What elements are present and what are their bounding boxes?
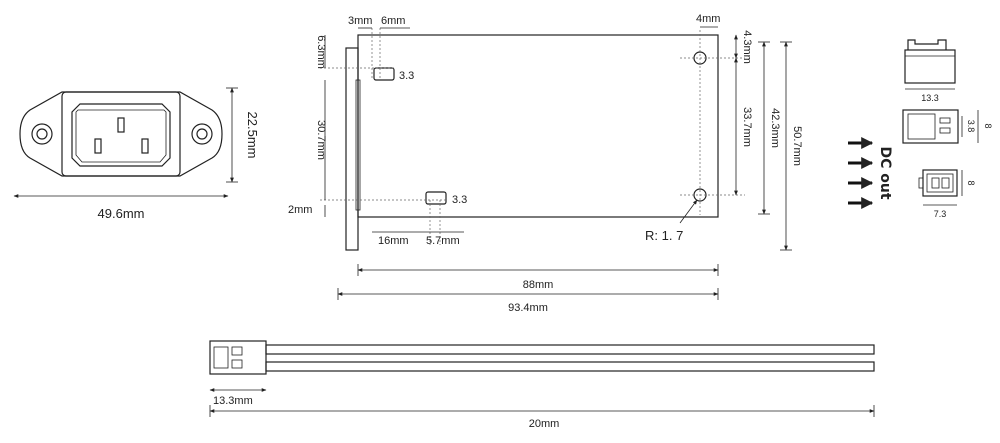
socket-cavity-inner — [75, 109, 167, 163]
slot-top — [373, 67, 395, 81]
connector-bottom-tab — [918, 177, 924, 189]
cable-wire-2 — [265, 361, 875, 372]
socket-pin-right — [141, 138, 149, 154]
mount-hole-right — [191, 123, 213, 145]
cable-plug-pin-1 — [231, 346, 243, 356]
mount-hole-right-inner — [196, 128, 208, 140]
connector-drawing: 13.3 3.8 8 8 7.3 DC out — [848, 39, 993, 219]
dim-33-7mm-label: 33.7mm — [741, 107, 753, 147]
mount-hole-left-inner — [36, 128, 48, 140]
dim-4mm-label: 4mm — [696, 13, 720, 25]
cable-plug-body — [209, 340, 267, 375]
radius-label: R: 1. 7 — [645, 228, 683, 243]
dim-3mm-label: 3mm — [348, 15, 372, 27]
dim-16mm-label: 16mm — [378, 235, 409, 247]
cable-plug-pin-2 — [231, 359, 243, 369]
connector-bottom-pin-2 — [941, 177, 950, 189]
cable-drawing: 13.3mm 20mm — [209, 340, 875, 430]
connector-bottom-width-label: 7.3 — [934, 209, 947, 219]
connector-mid-pin-2 — [939, 127, 951, 134]
dim-42-3mm-label: 42.3mm — [769, 108, 781, 148]
connector-mid-body — [902, 109, 959, 144]
connector-bottom-pin-1 — [931, 177, 940, 189]
connector-bottom-side-label: 8 — [966, 180, 976, 185]
cable-length-label: 20mm — [529, 418, 560, 430]
connector-top-latch — [907, 39, 947, 50]
dim-2mm-label: 2mm — [288, 204, 312, 216]
dim-50-7mm-label: 50.7mm — [791, 126, 803, 166]
dim-30-7mm-label: 30.7mm — [315, 120, 327, 160]
ac-socket-drawing: 22.5mm 49.6mm — [13, 87, 260, 221]
socket-body — [61, 91, 181, 177]
dim-4-3mm-label: 4.3mm — [741, 30, 753, 64]
socket-cavity — [71, 103, 171, 167]
dim-5-7mm-label: 5.7mm — [426, 235, 460, 247]
socket-pin-earth — [117, 117, 125, 133]
socket-plate-side — [345, 47, 359, 251]
cable-plug-latch — [213, 346, 229, 369]
cable-wire-1 — [265, 344, 875, 355]
connector-top-width-label: 13.3 — [921, 93, 939, 103]
socket-height-label: 22.5mm — [245, 112, 260, 159]
connector-top-body — [904, 49, 956, 84]
dim-6-3mm-label: 6.3mm — [315, 35, 327, 69]
pcb-outline — [357, 34, 719, 218]
slot-bottom — [425, 191, 447, 205]
mount-hole-left — [31, 123, 53, 145]
connector-mid-pin-1 — [939, 117, 951, 124]
socket-width-label: 49.6mm — [98, 206, 145, 221]
dim-93-4mm-label: 93.4mm — [508, 302, 548, 314]
cable-plug-width-label: 13.3mm — [213, 395, 253, 407]
connector-mid-window — [907, 113, 936, 140]
connector-mid-side-label: 8 — [983, 123, 993, 128]
slot-top-label: 3.3 — [399, 70, 414, 82]
connector-bottom-inner — [926, 173, 954, 193]
socket-pin-left — [94, 138, 102, 154]
slot-bottom-label: 3.3 — [452, 194, 467, 206]
dc-out-label: DC out — [877, 146, 893, 199]
pcb-board-drawing: 3.3 3.3 3mm 6mm 4mm 6.3mm 30.7mm 2mm 16m… — [288, 13, 803, 314]
radius-leader — [679, 199, 698, 224]
socket-plate-edge — [355, 79, 361, 211]
connector-mid-height-label: 3.8 — [966, 120, 976, 133]
dim-6mm-label: 6mm — [381, 15, 405, 27]
dim-88mm-label: 88mm — [523, 279, 554, 291]
socket-flange — [19, 91, 223, 177]
